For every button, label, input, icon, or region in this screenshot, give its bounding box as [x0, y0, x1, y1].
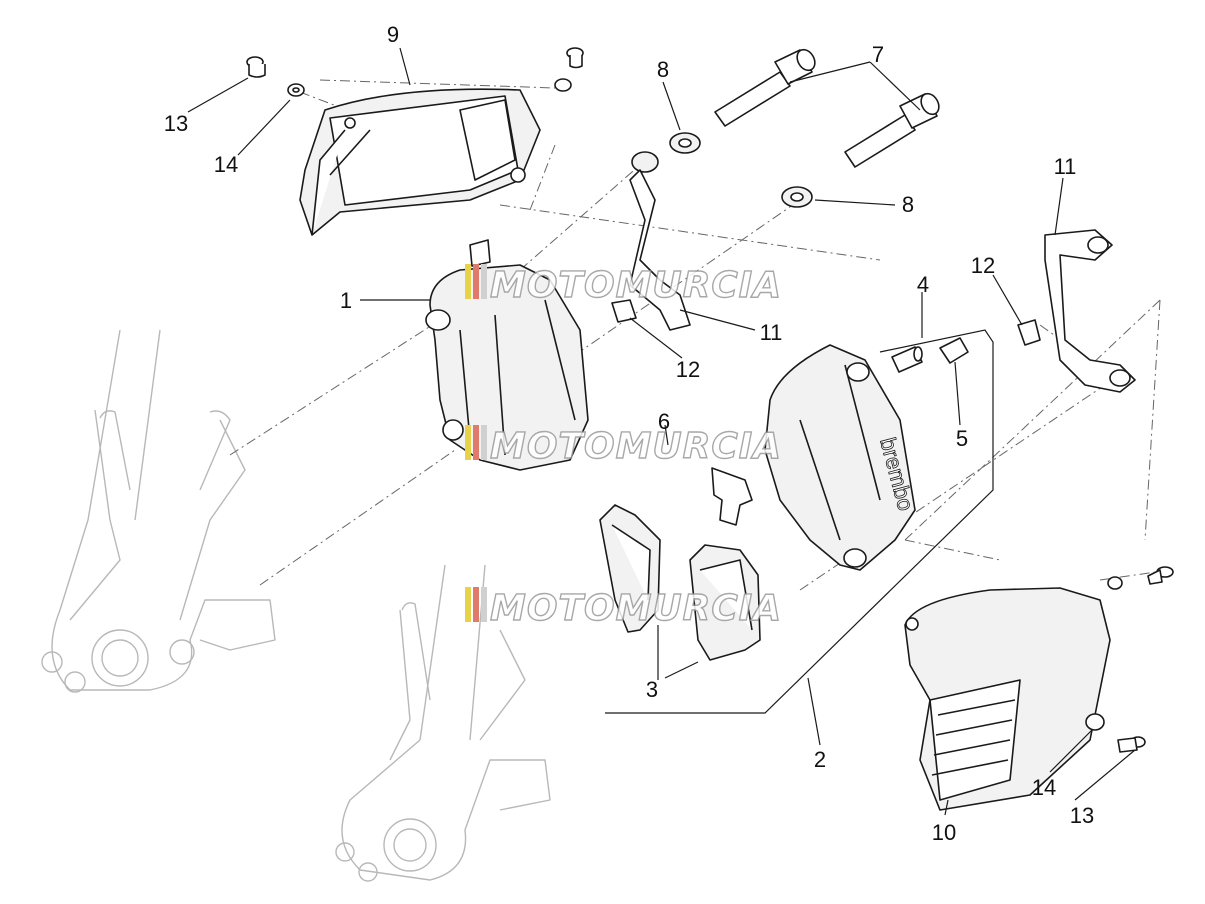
- part-6-pad-spring: [711, 467, 753, 526]
- callout-2: 2: [814, 747, 826, 772]
- leader-lines: [187, 47, 1136, 816]
- part-14-washer-upper: [287, 83, 305, 97]
- watermark-middle: MOTOMURCIA: [465, 425, 782, 468]
- part-13-screw-upper-right: [566, 47, 584, 69]
- part-8-spacer-lower: [781, 186, 813, 208]
- callout-7: 7: [872, 42, 884, 67]
- callout-11: 11: [760, 320, 783, 345]
- watermark-stripe: [473, 425, 479, 460]
- callout-8-lower: 8: [902, 192, 914, 217]
- part-2-brake-caliper-right: brembo: [764, 344, 919, 571]
- part-5-valve-cap: [939, 337, 969, 364]
- part-14-washer-upper-right: [554, 78, 572, 92]
- callout-8: 8: [657, 57, 669, 82]
- part-7-caliper-bolt-b: [844, 92, 940, 168]
- watermark-stripe: [473, 587, 479, 622]
- callout-1: 1: [340, 288, 352, 313]
- watermark-stripe: [481, 264, 487, 299]
- callout-labels: 9 13 14 7 8 8 1 11 12 4 5 11 12 6 3 2 10…: [164, 22, 1094, 845]
- watermark-stripe: [473, 264, 479, 299]
- watermark-text: MOTOMURCIA: [490, 588, 782, 629]
- part-8-spacer-mid: [631, 151, 659, 173]
- callout-6: 6: [658, 409, 670, 434]
- part-12-clip-left: [611, 299, 637, 323]
- callout-9: 9: [387, 22, 399, 47]
- part-8-spacer-upper: [669, 132, 701, 154]
- part-3-brake-pad-a: [599, 504, 661, 633]
- callout-3: 3: [646, 677, 658, 702]
- watermark-top: MOTOMURCIA: [465, 264, 782, 307]
- watermark-text: MOTOMURCIA: [490, 265, 782, 306]
- callout-14: 14: [214, 152, 238, 177]
- callout-14-lower: 14: [1032, 775, 1056, 800]
- watermark-stripe: [481, 425, 487, 460]
- part-14-washer-lower-right: [1107, 576, 1123, 590]
- part-7-caliper-bolt-a: [714, 48, 816, 127]
- callout-11-right: 11: [1054, 154, 1077, 179]
- watermark-bottom: MOTOMURCIA: [465, 587, 782, 630]
- part-11-bracket-right: [1044, 229, 1136, 393]
- callout-12: 12: [676, 357, 700, 382]
- part-2-bracket-outline: [605, 329, 994, 714]
- part-11-bracket-left: [629, 169, 691, 331]
- watermark-text: MOTOMURCIA: [490, 426, 782, 467]
- part-13-screw-lower: [1117, 736, 1146, 753]
- part-13-screw-upper: [246, 56, 266, 78]
- watermark-stripe: [481, 587, 487, 622]
- fork-leg-right-ghost: [335, 564, 551, 882]
- callout-13-lower: 13: [1070, 803, 1094, 828]
- part-13-screw-lower-right: [1147, 566, 1174, 585]
- callout-4: 4: [917, 272, 929, 297]
- part-10-brake-duct-cover-lower: [904, 587, 1111, 811]
- watermark-stripe: [465, 425, 471, 460]
- part-3-brake-pad-b: [689, 544, 761, 661]
- part-12-clip-right: [1017, 319, 1041, 346]
- part-9-brake-duct-cover-upper: [299, 88, 541, 236]
- callout-10: 10: [932, 820, 956, 845]
- callout-12-right: 12: [971, 253, 995, 278]
- part-4-bleed-valve: [891, 346, 923, 373]
- callout-13: 13: [164, 111, 188, 136]
- callout-5: 5: [956, 426, 968, 451]
- fork-leg-left-ghost: [41, 329, 276, 693]
- watermark-stripe: [465, 587, 471, 622]
- part-14-washer-lower: [1085, 713, 1105, 731]
- watermark-stripe: [465, 264, 471, 299]
